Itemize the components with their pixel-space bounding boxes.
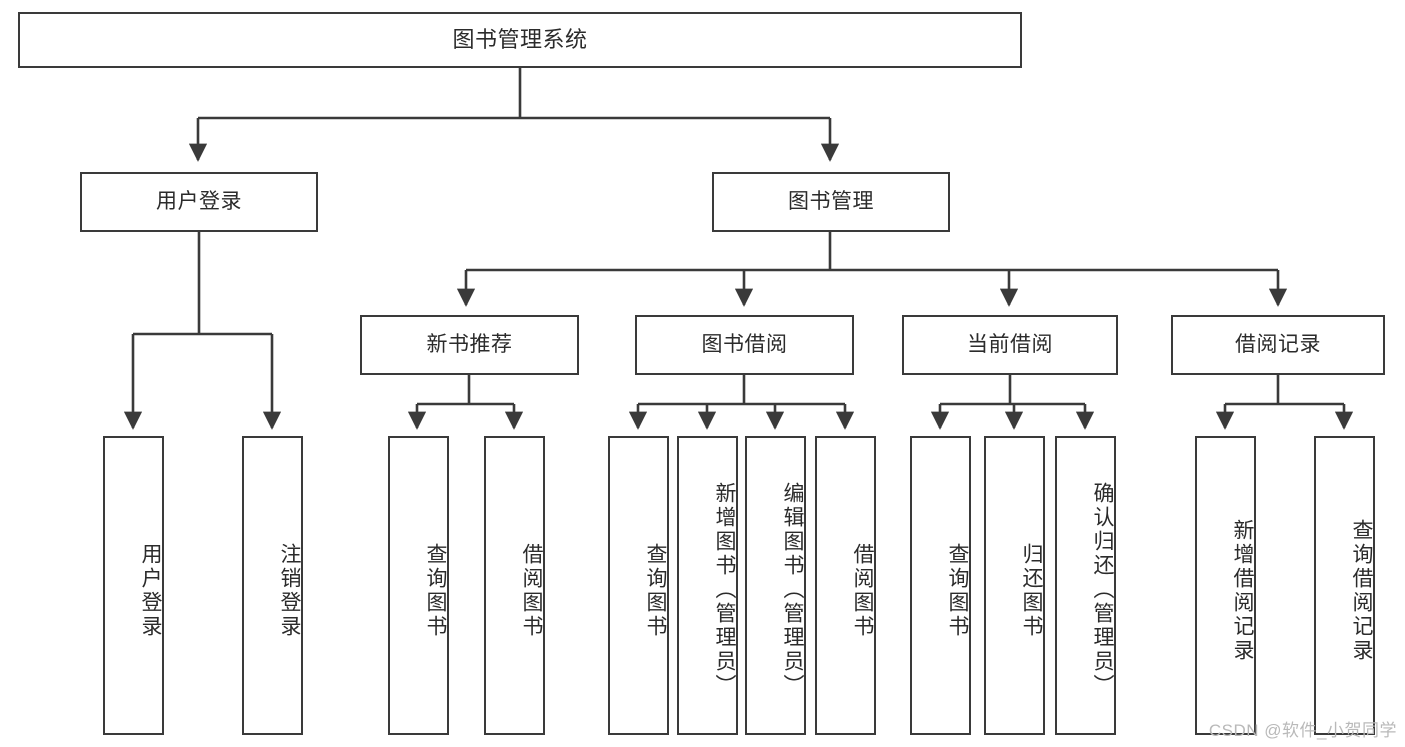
- leaf-book-borrow-add[interactable]: 新增图书（管理员）: [677, 436, 738, 735]
- node-new-book-recommend[interactable]: 新书推荐: [360, 315, 579, 375]
- node-book-management[interactable]: 图书管理: [712, 172, 950, 232]
- leaf-current-borrow-confirm-return[interactable]: 确认归还（管理员）: [1055, 436, 1116, 735]
- node-book-borrow[interactable]: 图书借阅: [635, 315, 854, 375]
- node-label: 用户登录: [156, 190, 242, 214]
- leaf-user-login-login[interactable]: 用户登录: [103, 436, 164, 735]
- node-label: 新书推荐: [426, 333, 513, 357]
- node-label: 确认归还（管理员）: [1091, 481, 1114, 698]
- node-label: 用户登录: [139, 542, 162, 639]
- node-label: 注销登录: [278, 542, 301, 639]
- node-borrow-record[interactable]: 借阅记录: [1171, 315, 1385, 375]
- node-label: 图书管理系统: [452, 26, 588, 52]
- node-label: 图书借阅: [701, 333, 788, 357]
- node-label: 借阅记录: [1235, 333, 1321, 357]
- leaf-current-borrow-query[interactable]: 查询图书: [910, 436, 971, 735]
- leaf-book-borrow-query[interactable]: 查询图书: [608, 436, 669, 735]
- node-label: 借阅图书: [851, 542, 874, 639]
- leaf-borrow-record-query[interactable]: 查询借阅记录: [1314, 436, 1375, 735]
- leaf-book-borrow-edit[interactable]: 编辑图书（管理员）: [745, 436, 806, 735]
- watermark: CSDN @软件_小贺同学: [1208, 721, 1397, 740]
- node-label: 归还图书: [1020, 542, 1043, 639]
- leaf-user-login-logout[interactable]: 注销登录: [242, 436, 303, 735]
- leaf-current-borrow-return[interactable]: 归还图书: [984, 436, 1045, 735]
- node-label: 新增图书（管理员）: [713, 481, 736, 698]
- leaf-new-book-borrow[interactable]: 借阅图书: [484, 436, 545, 735]
- node-user-login[interactable]: 用户登录: [80, 172, 318, 232]
- leaf-new-book-query[interactable]: 查询图书: [388, 436, 449, 735]
- leaf-book-borrow-borrow[interactable]: 借阅图书: [815, 436, 876, 735]
- node-label: 借阅图书: [520, 542, 543, 639]
- node-current-borrow[interactable]: 当前借阅: [902, 315, 1118, 375]
- node-label: 新增借阅记录: [1231, 518, 1254, 663]
- node-label: 查询图书: [424, 542, 447, 639]
- node-label: 图书管理: [788, 190, 874, 214]
- leaf-borrow-record-add[interactable]: 新增借阅记录: [1195, 436, 1256, 735]
- node-label: 查询图书: [644, 542, 667, 639]
- node-label: 查询借阅记录: [1350, 518, 1373, 663]
- node-label: 当前借阅: [967, 333, 1053, 357]
- node-label: 查询图书: [946, 542, 969, 639]
- node-root-system[interactable]: 图书管理系统: [18, 12, 1022, 68]
- node-label: 编辑图书（管理员）: [781, 481, 804, 698]
